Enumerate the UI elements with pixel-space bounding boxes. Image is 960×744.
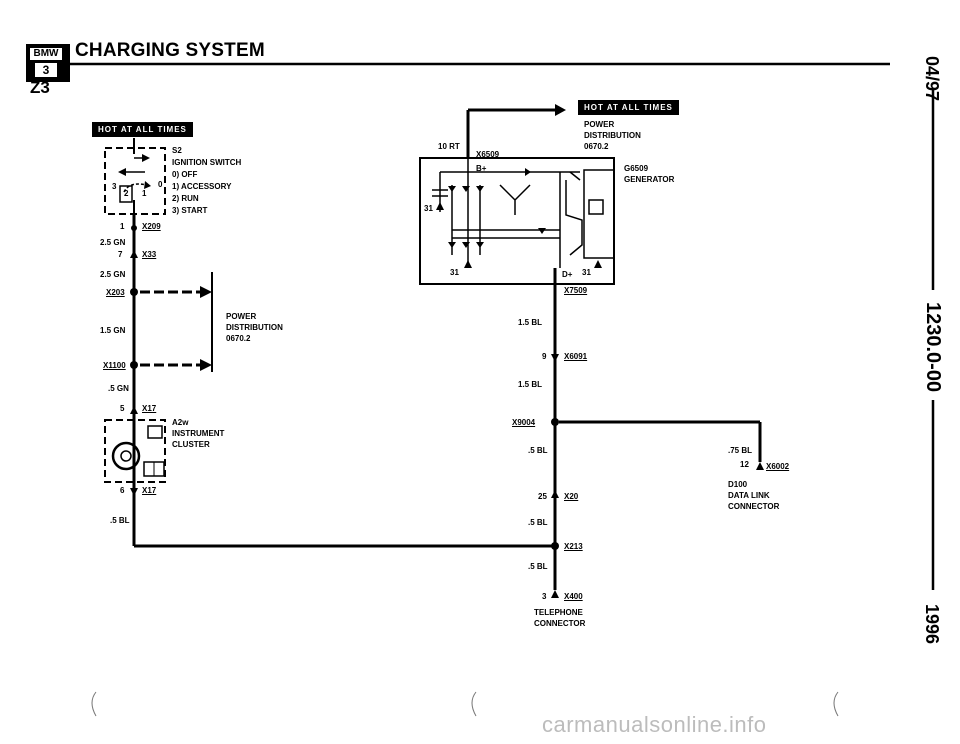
pin-5-label: 5 xyxy=(120,404,125,413)
g6509-label: G6509 xyxy=(624,164,649,173)
wire-2-5-gn-label-2: 2.5 GN xyxy=(100,270,126,279)
switch-pos-3: 3 xyxy=(112,182,117,191)
x209-label: X209 xyxy=(142,222,161,231)
ground-31-left-label: 31 xyxy=(424,204,433,213)
x6002-label: X6002 xyxy=(766,462,790,471)
x20-label: X20 xyxy=(564,492,579,501)
s2-label: S2 xyxy=(172,146,182,155)
ignition-accessory-label: 1) ACCESSORY xyxy=(172,182,232,191)
cluster-label: CLUSTER xyxy=(172,440,210,449)
pin-9-label: 9 xyxy=(542,352,547,361)
pin-7-label: 7 xyxy=(118,250,123,259)
x400-label: X400 xyxy=(564,592,583,601)
switch-pos-2: 2 xyxy=(124,189,129,198)
ground-31-right-label: 31 xyxy=(582,268,591,277)
bmw-3-series-logo: BMW 3 xyxy=(26,44,70,82)
a2w-label: A2w xyxy=(172,418,189,427)
d-plus-label: D+ xyxy=(562,270,573,279)
watermark: carmanualsonline.info xyxy=(542,712,767,737)
x6091-label: X6091 xyxy=(564,352,588,361)
ignition-start-label: 3) START xyxy=(172,206,208,215)
wire-0-5-bl-label-1: .5 BL xyxy=(528,446,548,455)
x17-bottom-label: X17 xyxy=(142,486,157,495)
b-plus-label: B+ xyxy=(476,164,487,173)
x9004-label: X9004 xyxy=(512,418,536,427)
wire-0-5-bl-label-left: .5 BL xyxy=(110,516,130,525)
data-link-label: DATA LINK xyxy=(728,491,770,500)
ignition-switch-label: IGNITION SWITCH xyxy=(172,158,242,167)
power-dist-label-left-3: 0670.2 xyxy=(226,334,251,343)
wire-0-5-bl-label-2: .5 BL xyxy=(528,518,548,527)
wire-0-5-bl-label-3: .5 BL xyxy=(528,562,548,571)
instrument-label: INSTRUMENT xyxy=(172,429,225,438)
page-title: CHARGING SYSTEM xyxy=(75,40,265,61)
pin-12-label: 12 xyxy=(740,460,749,469)
pin-25-label: 25 xyxy=(538,492,547,501)
power-dist-label-right-1: POWER xyxy=(584,120,615,129)
power-dist-label-left-2: DISTRIBUTION xyxy=(226,323,283,332)
x33-label: X33 xyxy=(142,250,157,259)
wire-1-5-gn-label: 1.5 GN xyxy=(100,326,126,335)
pin-1-label: 1 xyxy=(120,222,125,231)
switch-pos-0: 0 xyxy=(158,180,163,189)
telephone-connector-label: CONNECTOR xyxy=(534,619,586,628)
telephone-label: TELEPHONE xyxy=(534,608,583,617)
generator-label: GENERATOR xyxy=(624,175,675,184)
x17-top-label: X17 xyxy=(142,404,157,413)
ignition-run-label: 2) RUN xyxy=(172,194,199,203)
power-dist-label-left-1: POWER xyxy=(226,312,257,321)
power-dist-label-right-3: 0670.2 xyxy=(584,142,609,151)
wire-1-5-bl-label-1: 1.5 BL xyxy=(518,318,543,327)
x1100-label: X1100 xyxy=(103,361,126,370)
switch-pos-1: 1 xyxy=(142,189,147,198)
x7509-label: X7509 xyxy=(564,286,588,295)
hot-at-all-times-label-right: HOT AT ALL TIMES xyxy=(578,100,679,115)
data-link-connector-label: CONNECTOR xyxy=(728,502,780,511)
d100-label: D100 xyxy=(728,480,748,489)
power-dist-label-right-2: DISTRIBUTION xyxy=(584,131,641,140)
pin-3-label: 3 xyxy=(542,592,547,601)
model-label: Z3 xyxy=(30,78,50,97)
wire-0-75-bl-label: .75 BL xyxy=(728,446,753,455)
wire-1-5-bl-label-2: 1.5 BL xyxy=(518,380,543,389)
ignition-off-label: 0) OFF xyxy=(172,170,198,179)
x6509-label: X6509 xyxy=(476,150,500,159)
hot-at-all-times-label-left: HOT AT ALL TIMES xyxy=(92,122,193,137)
x213-label: X213 xyxy=(564,542,583,551)
logo-series: 3 xyxy=(35,63,57,77)
wire-0-5-gn-label: .5 GN xyxy=(108,384,129,393)
x203-label: X203 xyxy=(106,288,125,297)
wire-10-rt-label: 10 RT xyxy=(438,142,460,151)
pin-6-label: 6 xyxy=(120,486,125,495)
wire-2-5-gn-label-1: 2.5 GN xyxy=(100,238,126,247)
logo-brand: BMW xyxy=(30,48,62,60)
ground-31-mid-label: 31 xyxy=(450,268,459,277)
